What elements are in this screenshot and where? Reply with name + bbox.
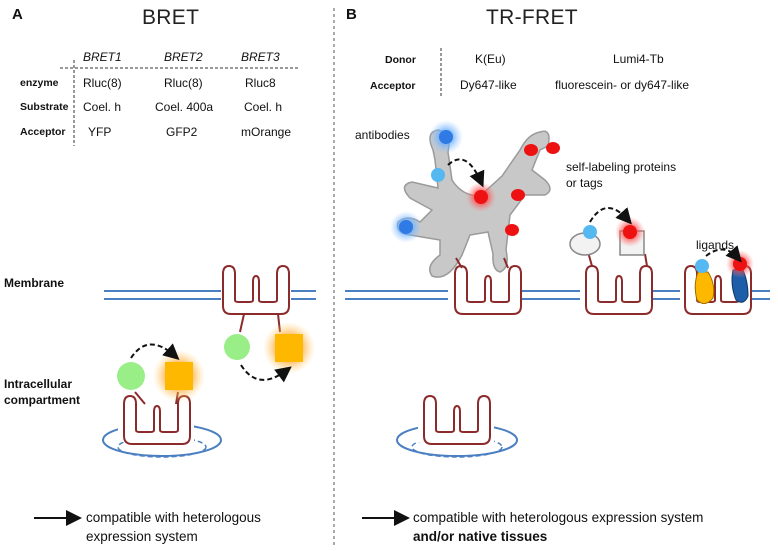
trfret-internalized-receptor — [418, 395, 494, 445]
trfret-receptor-antibody — [448, 265, 522, 315]
bret-membrane-receptor — [221, 265, 291, 315]
antibody-donor-2 — [399, 220, 413, 234]
enzyme-bret1: Rluc(8) — [83, 76, 122, 90]
bret2-header: BRET2 — [164, 50, 203, 64]
ligand-orange — [694, 271, 715, 304]
acceptor-b-row-label: Acceptor — [370, 80, 416, 92]
ligand-acceptor — [733, 257, 747, 271]
acceptor-bret2: GFP2 — [166, 125, 198, 139]
bret-donor-circle-1 — [224, 334, 250, 360]
antibody-red-3 — [511, 189, 525, 201]
acceptor-bret3: mOrange — [241, 125, 292, 139]
acceptor-bret1: YFP — [88, 125, 112, 139]
bret-donor-circle-2 — [117, 362, 145, 390]
bret3-header: BRET3 — [241, 50, 280, 64]
substrate-bret3: Coel. h — [244, 100, 283, 114]
antibodies-label: antibodies — [355, 128, 410, 142]
trfret-footer-line1: compatible with heterologous expression … — [413, 510, 704, 525]
compartment-label: compartment — [4, 393, 81, 407]
ligands-label: ligands — [696, 238, 735, 252]
bret-internalized-receptor — [118, 395, 194, 445]
donor-keu: K(Eu) — [475, 52, 506, 66]
substrate-row-label: Substrate — [20, 101, 69, 113]
panel-a-title: BRET — [142, 6, 200, 29]
bret-linker-int-left — [134, 391, 146, 405]
antibody-transfer-arrow — [447, 158, 485, 188]
panel-b-title: TR-FRET — [486, 6, 578, 29]
donor-lumi4tb: Lumi4-Tb — [613, 52, 664, 66]
bret-transfer-arrow-1 — [240, 364, 292, 383]
antibody-red-2 — [546, 142, 560, 154]
ligand-donor — [695, 259, 709, 273]
acceptor-row-label: Acceptor — [20, 126, 66, 138]
tag-acceptor — [623, 225, 637, 239]
self-labeling-label: self-labeling proteins — [566, 160, 677, 174]
bret-transfer-arrow-2 — [130, 343, 180, 360]
trfret-endosome-inner — [411, 436, 503, 458]
bret-linker-left — [239, 313, 245, 333]
bret1-header: BRET1 — [83, 50, 122, 64]
enzyme-bret3: Rluc8 — [245, 76, 276, 90]
antibody-small-donor — [431, 168, 445, 182]
antibody-acceptor — [474, 190, 488, 204]
panel-a-letter: A — [12, 6, 23, 23]
intracellular-label: Intracellular — [4, 377, 73, 391]
substrate-bret2: Coel. 400a — [155, 100, 214, 114]
antibody-red-1 — [524, 144, 538, 156]
antibody-linker-left — [455, 257, 463, 269]
enzyme-bret2: Rluc(8) — [164, 76, 203, 90]
membrane-label: Membrane — [4, 276, 65, 290]
tags-label: or tags — [566, 176, 603, 190]
donor-row-label: Donor — [385, 54, 416, 66]
ligand-transfer-arrow — [705, 245, 742, 263]
bret-footer-line1: compatible with heterologous — [86, 510, 261, 525]
trfret-receptor-snap — [580, 265, 653, 315]
antibody-donor-1 — [439, 130, 453, 144]
acceptor-fluorescein: fluorescein- or dy647-like — [555, 78, 690, 92]
trfret-footer-line2: and/or native tissues — [413, 529, 548, 544]
antibody-red-4 — [505, 224, 519, 236]
panel-b-letter: B — [346, 6, 357, 23]
antibody-linker-right — [503, 257, 509, 269]
substrate-bret1: Coel. h — [83, 100, 122, 114]
tag-linker-right — [644, 253, 648, 267]
bret-acceptor-square-2 — [165, 362, 193, 390]
bret-footer-line2: expression system — [86, 529, 198, 544]
tag-transfer-arrow — [589, 207, 632, 225]
enzyme-row-label: enzyme — [20, 77, 59, 89]
acceptor-dy647: Dy647-like — [460, 78, 517, 92]
bret-acceptor-square-1 — [275, 334, 303, 362]
tag-donor — [583, 225, 597, 239]
